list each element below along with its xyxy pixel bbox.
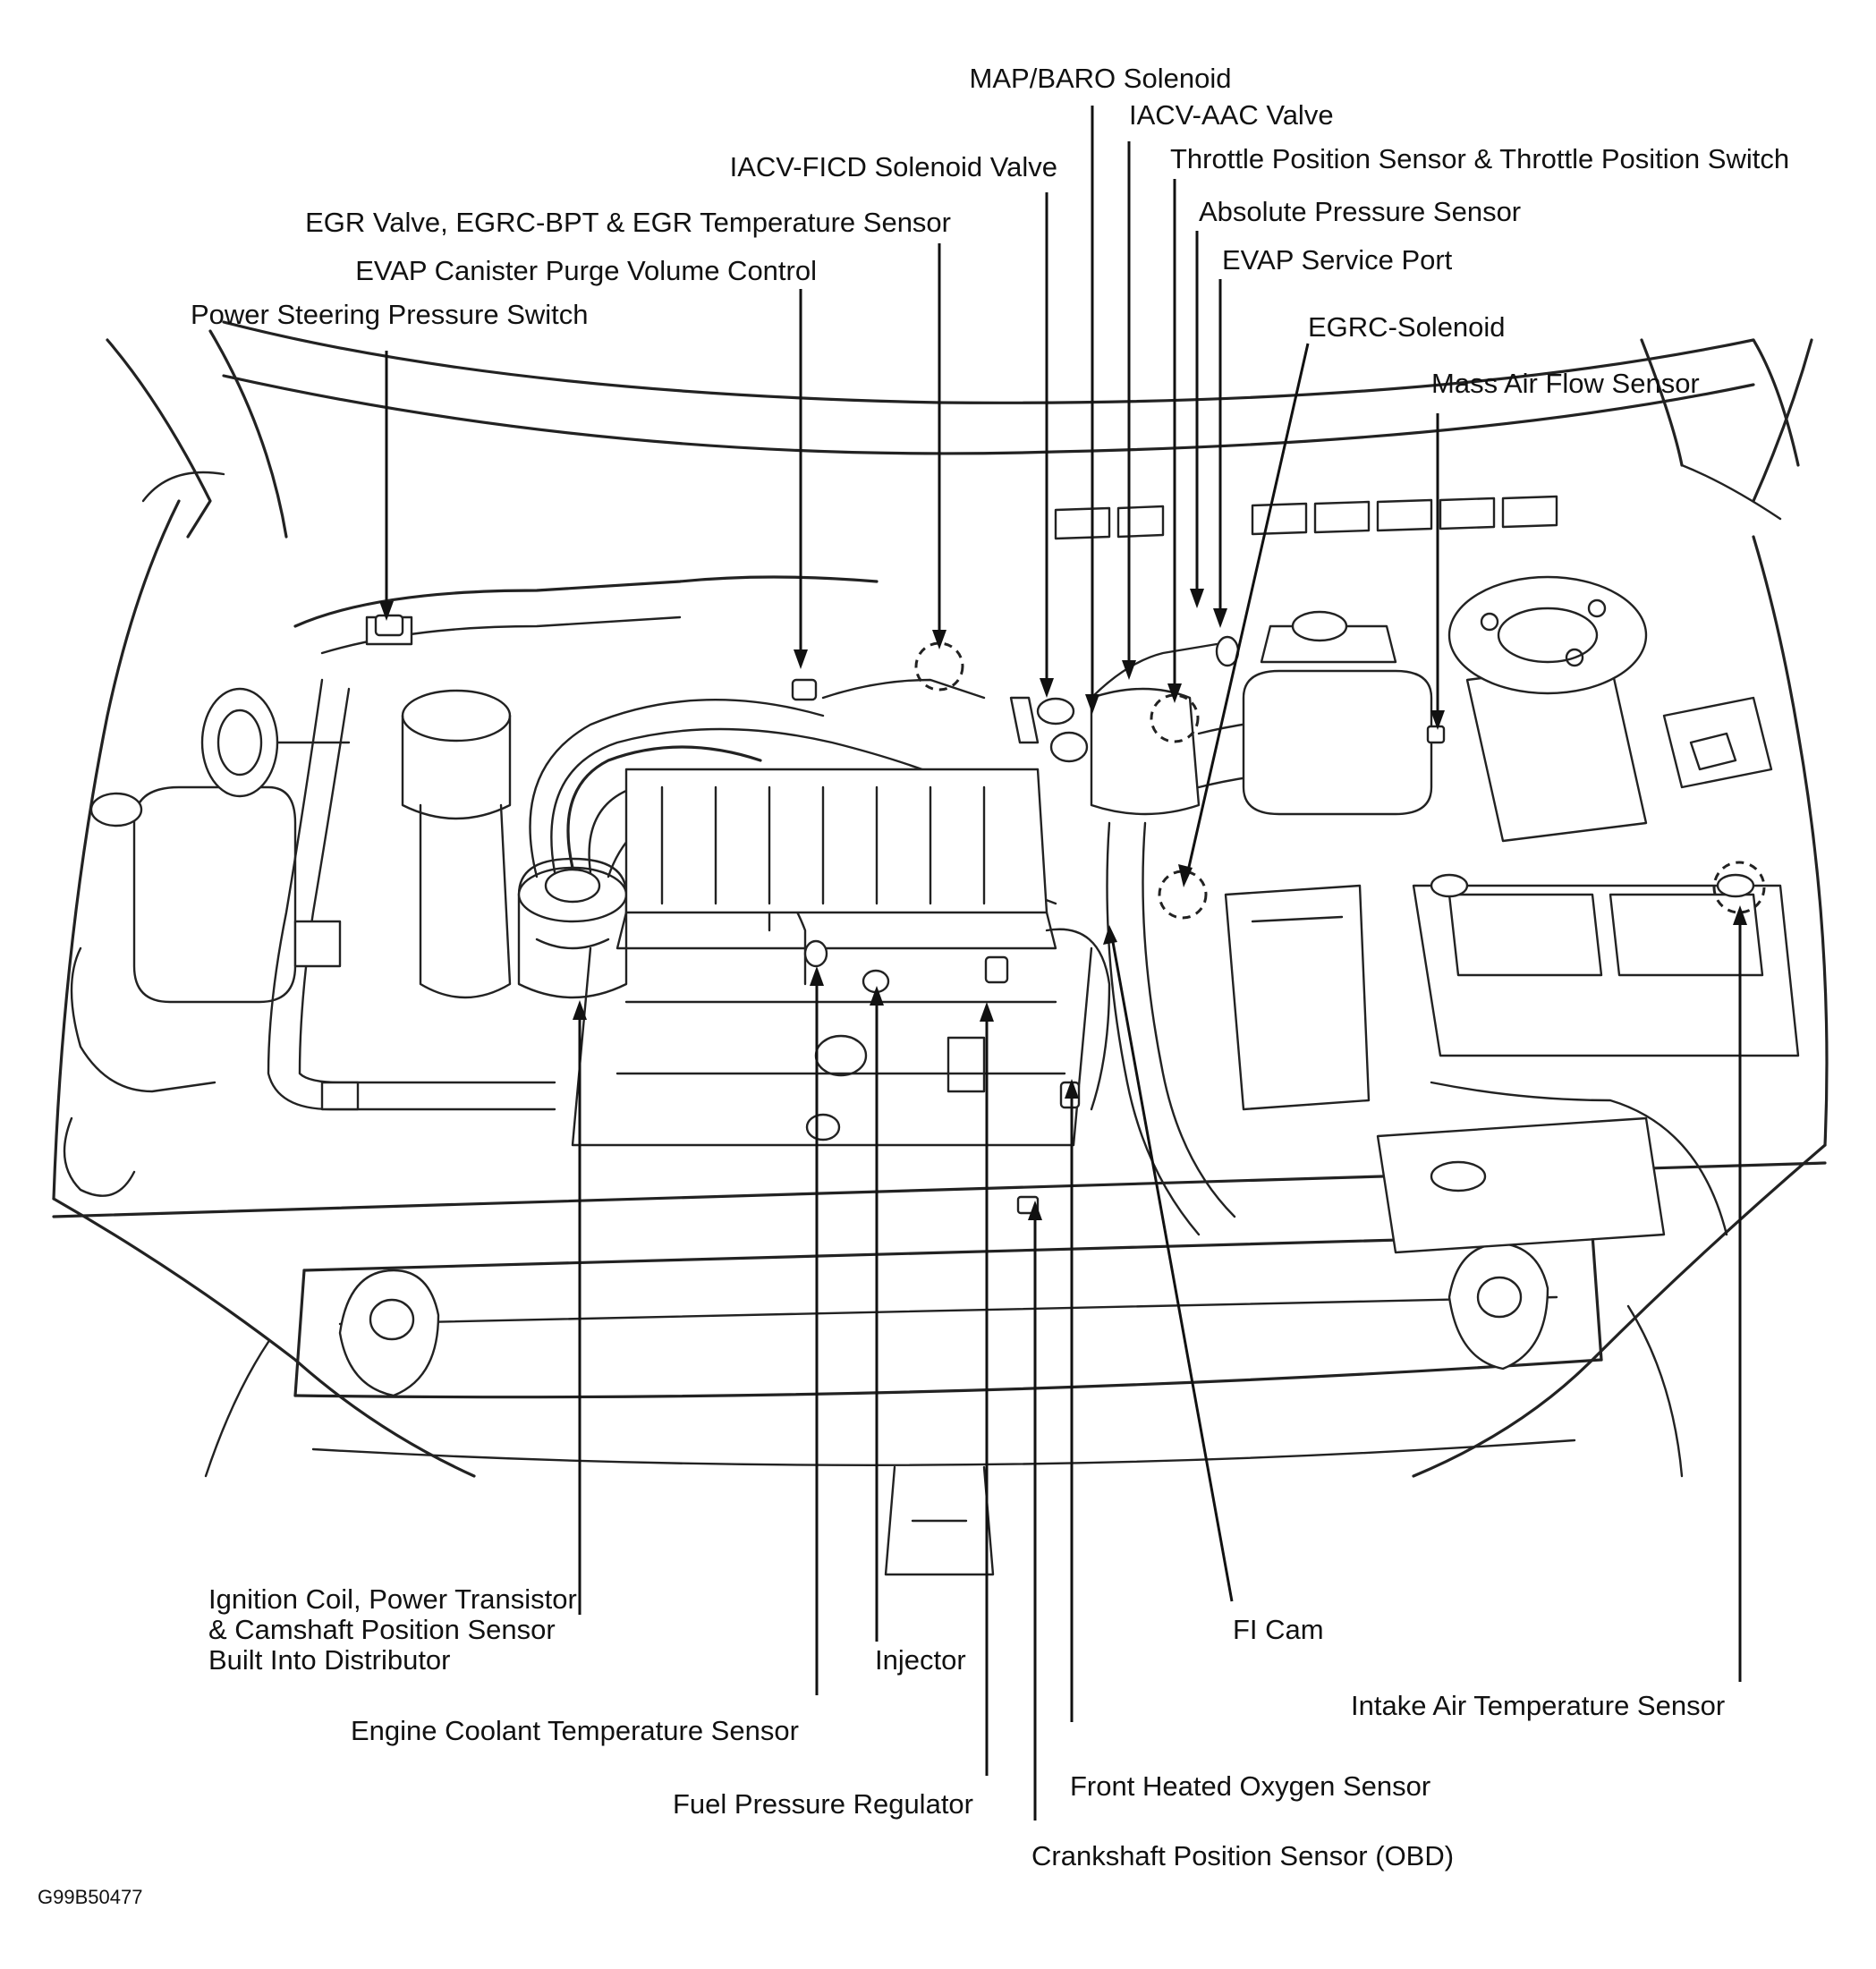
label-ignition-coil-line3: Built Into Distributor [208,1644,451,1676]
label-absolute-pressure-sensor: Absolute Pressure Sensor [1199,196,1521,227]
label-ignition-coil-line1: Ignition Coil, Power Transistor [208,1583,577,1615]
label-iacv-aac-valve: IACV-AAC Valve [1129,99,1334,131]
label-iacv-ficd-solenoid: IACV-FICD Solenoid Valve [730,151,1057,182]
label-power-steering-switch: Power Steering Pressure Switch [191,299,589,330]
callout-labels: MAP/BARO Solenoid IACV-AAC Valve Throttl… [38,63,1789,1908]
label-evap-canister-purge: EVAP Canister Purge Volume Control [355,255,817,286]
label-front-heated-oxygen-sensor: Front Heated Oxygen Sensor [1070,1770,1430,1802]
label-egr-valve: EGR Valve, EGRC-BPT & EGR Temperature Se… [305,207,951,238]
label-fuel-pressure-regulator: Fuel Pressure Regulator [673,1788,973,1820]
label-fi-cam: FI Cam [1233,1614,1324,1645]
label-intake-air-temp-sensor: Intake Air Temperature Sensor [1351,1690,1725,1721]
label-mass-air-flow-sensor: Mass Air Flow Sensor [1431,368,1700,399]
leader-lines [379,106,1747,1820]
label-throttle-position-sensor: Throttle Position Sensor & Throttle Posi… [1170,143,1789,174]
label-egrc-solenoid: EGRC-Solenoid [1308,311,1506,343]
label-map-baro-solenoid: MAP/BARO Solenoid [970,63,1232,94]
label-crankshaft-position-sensor: Crankshaft Position Sensor (OBD) [1031,1840,1454,1871]
label-ignition-coil-line2: & Camshaft Position Sensor [208,1614,556,1645]
figure-code: G99B50477 [38,1886,142,1908]
engine-illustration [52,320,1829,1576]
label-evap-service-port: EVAP Service Port [1222,244,1453,276]
label-engine-coolant-temp-sensor: Engine Coolant Temperature Sensor [351,1715,799,1746]
label-injector: Injector [875,1644,966,1676]
